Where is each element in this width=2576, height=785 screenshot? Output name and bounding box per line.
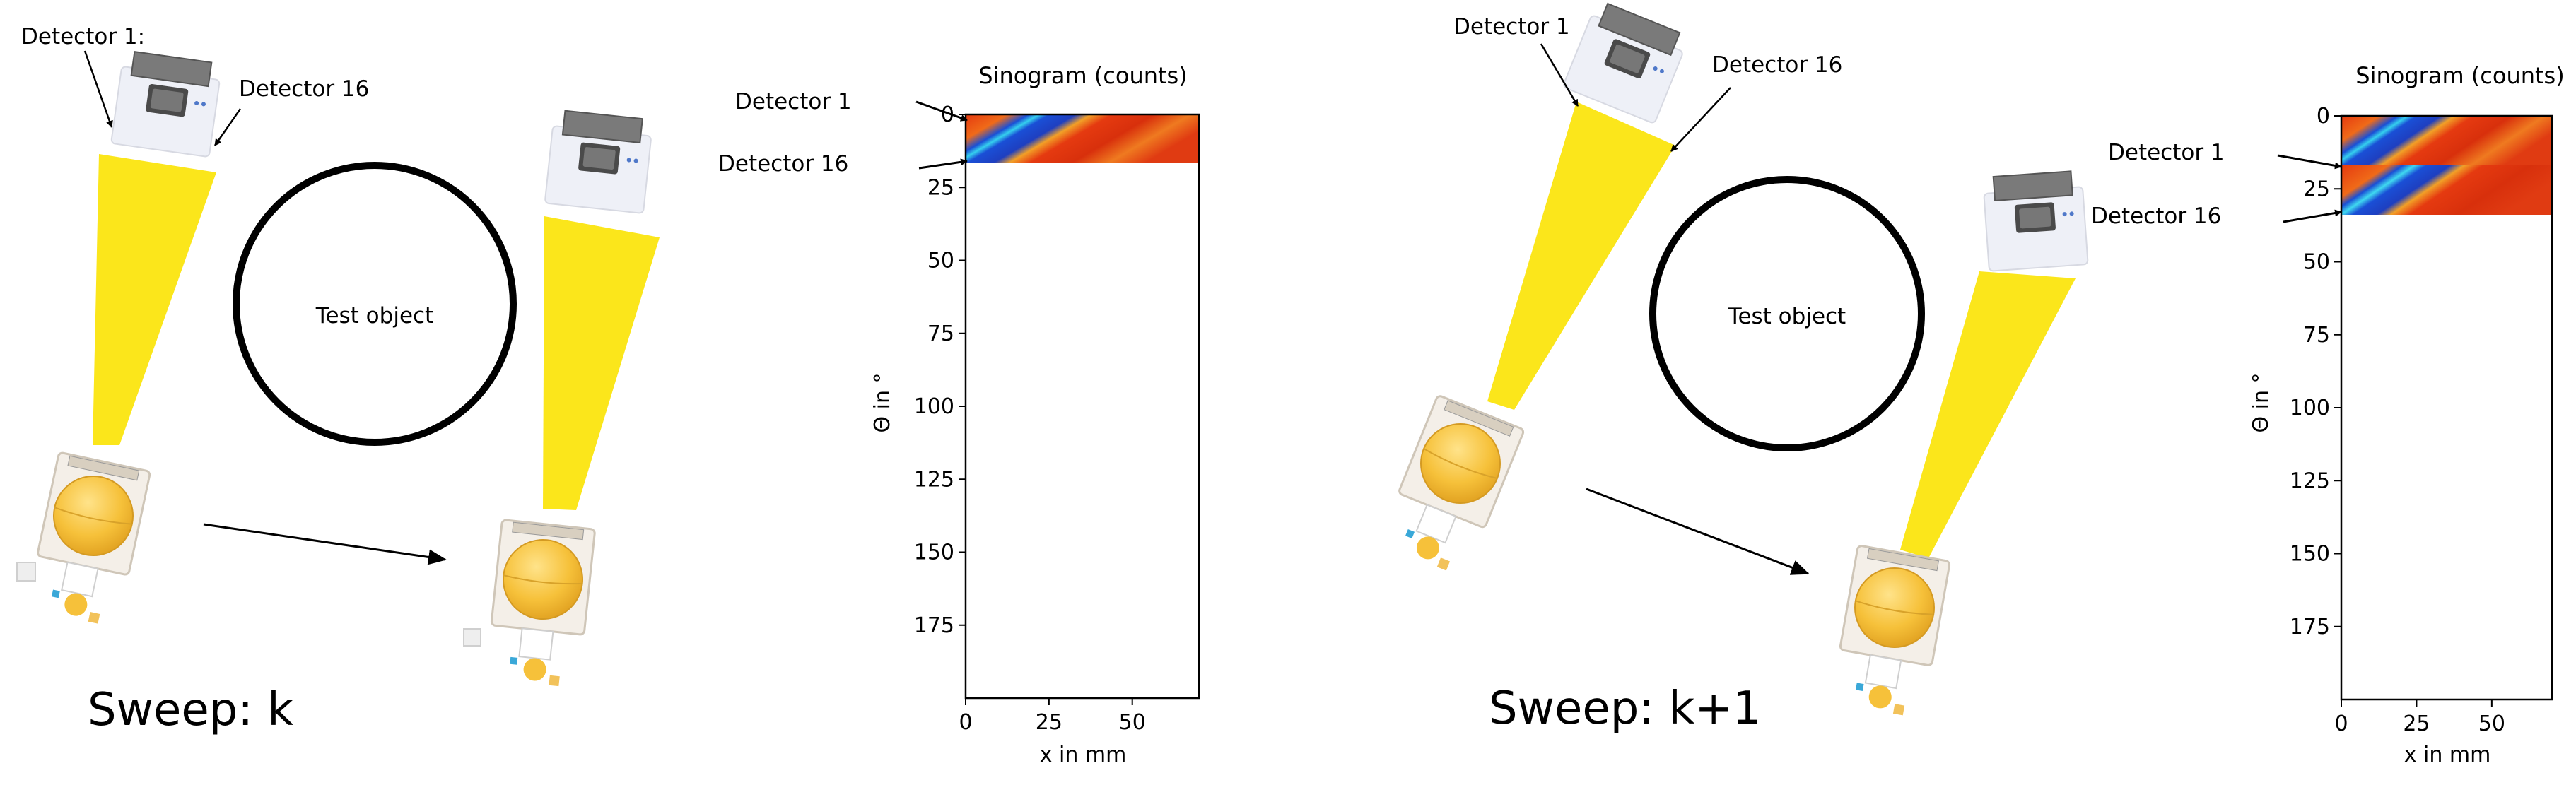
test-object-circle <box>1649 176 1925 451</box>
test-object-label: Test object <box>315 303 433 329</box>
sino-detector-16-arrow <box>918 158 968 170</box>
detector-16-label: Detector 16 <box>1712 52 1842 78</box>
sino-detector-16-label: Detector 16 <box>2091 203 2221 229</box>
sino-detector-16-label: Detector 16 <box>718 151 848 177</box>
source-unit <box>25 451 152 629</box>
y-tick-label: 75 <box>2303 323 2330 348</box>
y-axis-label: Θ in ° <box>2249 372 2273 432</box>
y-axis-label: Θ in ° <box>870 372 895 432</box>
y-tick-label: 175 <box>914 613 954 638</box>
chart-title: Sinogram (counts) <box>978 62 1187 89</box>
detector-unit <box>544 109 654 215</box>
x-tick-label: 25 <box>1036 710 1062 735</box>
x-axis: 0 25 50 <box>2334 700 2505 736</box>
detector-16-label: Detector 16 <box>239 76 369 102</box>
xray-beam <box>1487 102 1675 410</box>
plot-frame <box>964 113 1200 700</box>
y-tick-label: 25 <box>927 175 954 200</box>
y-tick-label: 100 <box>914 394 954 419</box>
sinogram-filled-region-top <box>2341 116 2552 165</box>
detector-1-label: Detector 1 <box>1453 14 1570 40</box>
sino-detector-1-arrow <box>2277 154 2342 170</box>
y-axis: 0 25 50 75 100 125 150 175 <box>914 102 966 638</box>
motion-arrow <box>203 523 447 565</box>
motion-arrow <box>1586 488 1810 575</box>
sweep-label: Sweep: k <box>88 684 293 736</box>
panel-sweep-k1: Detector 1 Detector 16 Test object Sweep… <box>1376 0 2565 767</box>
scanner-left <box>16 49 223 629</box>
x-axis-label: x in mm <box>2404 743 2491 767</box>
y-tick-label: 150 <box>914 541 954 565</box>
y-tick-label: 175 <box>2290 615 2330 639</box>
detector-16-annotation: Detector 16 <box>1670 52 1842 152</box>
detector-unit <box>1981 170 2089 272</box>
x-tick-label: 0 <box>959 710 972 735</box>
sino-detector-16-arrow <box>2283 209 2342 223</box>
x-tick-label: 50 <box>1119 710 1146 735</box>
source-unit <box>1376 394 1526 579</box>
source-unit <box>1829 544 1952 720</box>
sinogram-filled-region <box>966 114 1199 163</box>
detector-16-annotation: Detector 16 <box>213 76 369 146</box>
marker-square <box>16 562 36 582</box>
y-tick-label: 75 <box>927 321 954 346</box>
detector-unit <box>110 49 223 158</box>
source-unit <box>484 519 597 690</box>
y-tick-label: 125 <box>2290 468 2330 493</box>
x-axis-label: x in mm <box>1040 743 1127 767</box>
marker-square <box>463 628 481 647</box>
y-tick-label: 0 <box>2317 104 2330 129</box>
sino-detector-1-label: Detector 1 <box>735 89 852 114</box>
y-tick-label: 50 <box>2303 250 2330 275</box>
test-object-circle <box>233 162 517 446</box>
sino-detector-1-label: Detector 1 <box>2108 140 2225 165</box>
sinogram-plot: Sinogram (counts) 0 25 50 75 100 125 150 175 0 2… <box>2091 62 2565 767</box>
xray-beam <box>93 154 216 445</box>
xray-beam <box>543 216 660 510</box>
sinogram-filled-region-bottom <box>2341 165 2552 215</box>
test-object-label: Test object <box>1728 304 1846 329</box>
sinogram-plot: Sinogram (counts) 0 25 50 75 100 125 150 175 0 2… <box>718 62 1200 767</box>
panel-sweep-k: Detector 1: Detector 16 Test object Swee… <box>16 24 1200 767</box>
sino-detector-1-arrow <box>915 100 968 122</box>
y-tick-label: 50 <box>927 249 954 273</box>
x-axis: 0 25 50 <box>959 698 1146 735</box>
y-tick-label: 125 <box>914 467 954 492</box>
x-tick-label: 0 <box>2334 712 2348 736</box>
detector-1-annotation: Detector 1: <box>21 24 145 128</box>
scanner-right <box>463 109 660 690</box>
sweep-label: Sweep: k+1 <box>1489 683 1762 735</box>
y-tick-label: 100 <box>2290 396 2330 420</box>
scanner-right <box>1829 170 2089 720</box>
y-axis: 0 25 50 75 100 125 150 175 <box>2290 104 2341 639</box>
x-tick-label: 25 <box>2403 712 2430 736</box>
y-tick-label: 25 <box>2303 177 2330 201</box>
y-tick-label: 150 <box>2290 542 2330 567</box>
detector-1-annotation: Detector 1 <box>1453 14 1579 107</box>
detector-1-label: Detector 1: <box>21 24 145 49</box>
y-tick-label: 0 <box>941 102 954 127</box>
scanner-left <box>1376 0 1691 579</box>
xray-beam <box>1900 271 2076 558</box>
x-tick-label: 50 <box>2478 712 2505 736</box>
chart-title: Sinogram (counts) <box>2355 62 2564 89</box>
